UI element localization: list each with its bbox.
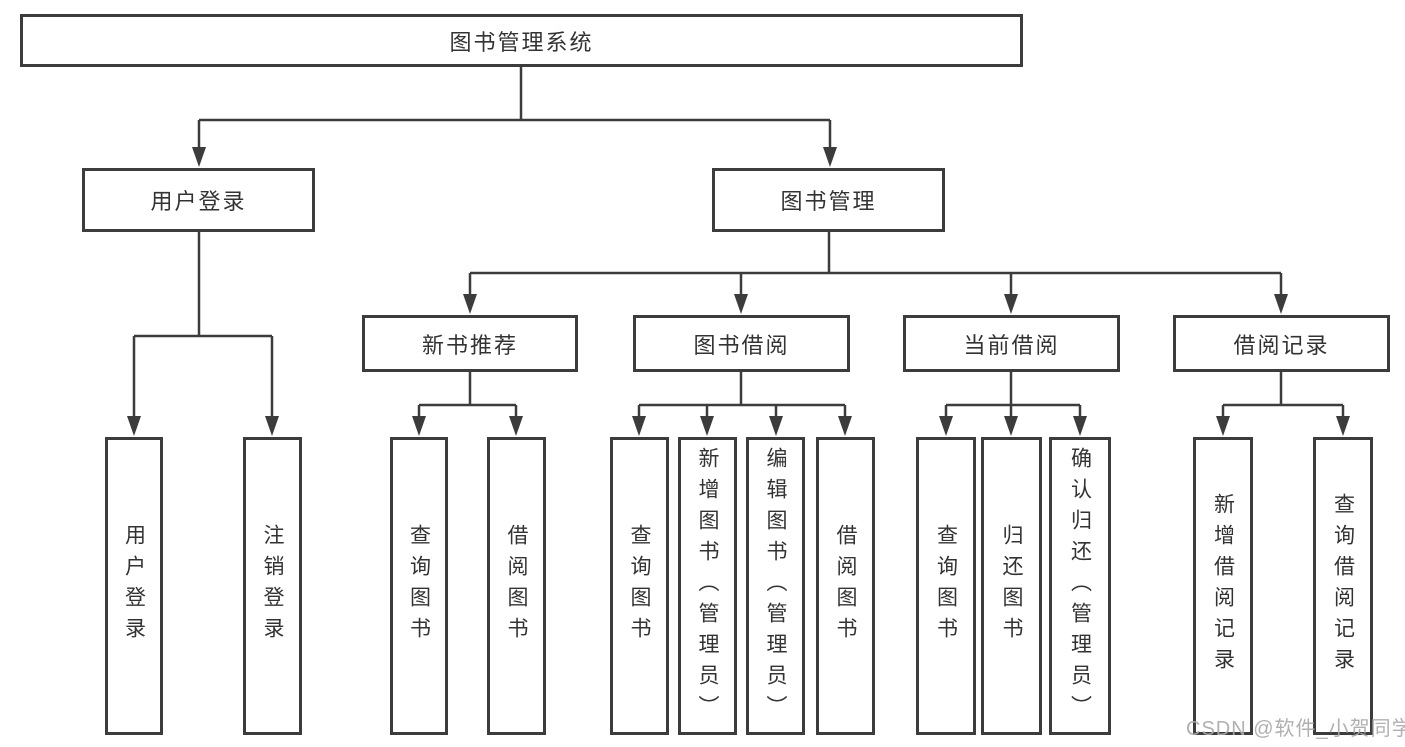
- leaf-current-query-book: 查询图书: [916, 437, 976, 735]
- leaf-borrow-edit-book: 编辑图书（管理员）: [746, 437, 805, 735]
- leaf-borrow-query-book: 查询图书: [610, 437, 669, 735]
- node-book-borrow: 图书借阅: [633, 315, 850, 372]
- leaf-record-query: 查询借阅记录: [1313, 437, 1373, 735]
- node-root-system: 图书管理系统: [20, 14, 1023, 67]
- leaf-borrow-query-book-label: 查询图书: [628, 524, 651, 648]
- node-book-management: 图书管理: [712, 168, 945, 232]
- leaf-logout: 注销登录: [243, 437, 302, 735]
- node-new-book-recommend: 新书推荐: [362, 315, 578, 372]
- leaf-newbook-borrow: 借阅图书: [487, 437, 546, 735]
- leaf-borrow-borrow-book: 借阅图书: [816, 437, 875, 735]
- node-user-login: 用户登录: [82, 168, 315, 232]
- leaf-record-query-label: 查询借阅记录: [1331, 493, 1355, 679]
- leaf-user-login: 用户登录: [105, 437, 163, 735]
- leaf-borrow-add-book: 新增图书（管理员）: [678, 437, 737, 735]
- leaf-borrow-add-book-label: 新增图书（管理员）: [696, 446, 719, 726]
- leaf-record-add: 新增借阅记录: [1193, 437, 1253, 735]
- leaf-record-add-label: 新增借阅记录: [1211, 493, 1235, 679]
- leaf-current-confirm-return: 确认归还（管理员）: [1049, 437, 1111, 735]
- csdn-watermark: CSDN @软件_小贺同学: [1186, 718, 1405, 740]
- leaf-logout-label: 注销登录: [261, 524, 284, 648]
- leaf-current-return-book: 归还图书: [981, 437, 1042, 735]
- leaf-newbook-query-label: 查询图书: [407, 524, 431, 648]
- node-current-borrow: 当前借阅: [903, 315, 1120, 372]
- leaf-newbook-borrow-label: 借阅图书: [505, 524, 528, 648]
- node-borrow-record: 借阅记录: [1173, 315, 1390, 372]
- leaf-newbook-query: 查询图书: [390, 437, 448, 735]
- leaf-current-return-book-label: 归还图书: [1000, 524, 1023, 648]
- leaf-borrow-borrow-book-label: 借阅图书: [834, 524, 857, 648]
- leaf-current-query-book-label: 查询图书: [934, 524, 958, 648]
- leaf-current-confirm-return-label: 确认归还（管理员）: [1068, 446, 1092, 726]
- leaf-user-login-label: 用户登录: [122, 524, 146, 648]
- leaf-borrow-edit-book-label: 编辑图书（管理员）: [764, 446, 787, 726]
